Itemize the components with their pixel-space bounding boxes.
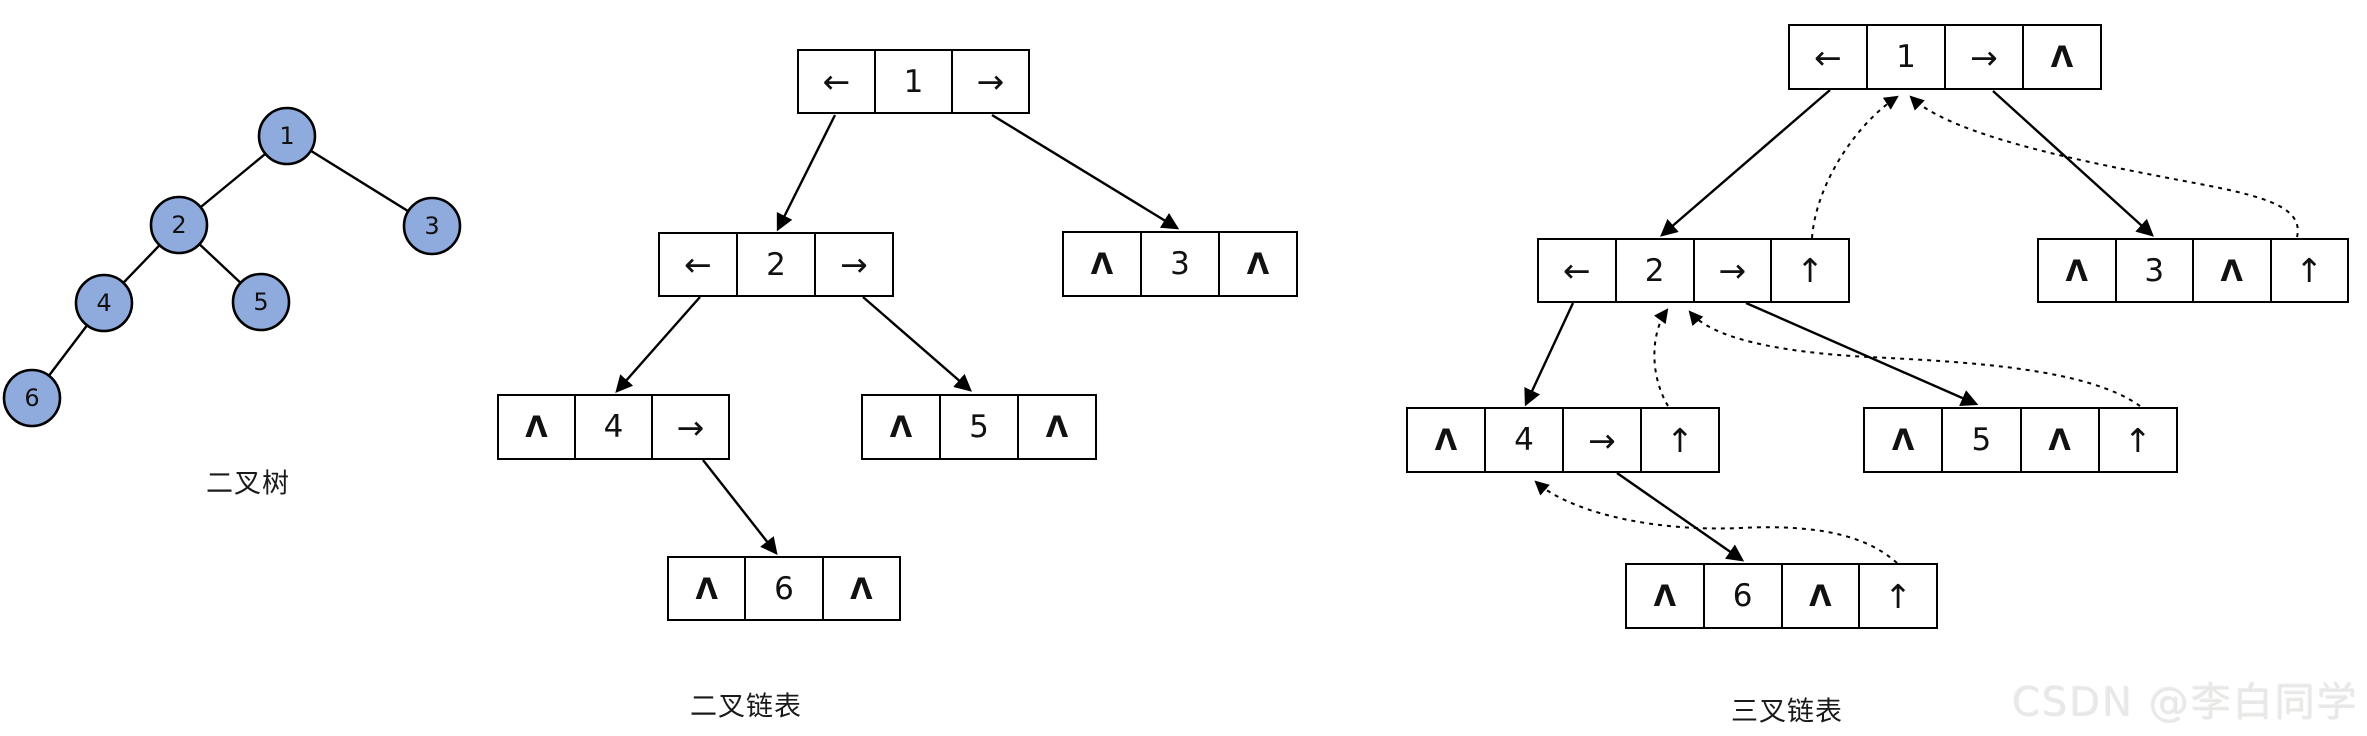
left-child-pointer-cell: ← xyxy=(1563,251,1591,290)
parent-pointer-cell: ↑ xyxy=(1640,409,1718,471)
parent-pointer-arc xyxy=(1909,95,2299,238)
right-child-pointer-cell: → xyxy=(951,51,1028,112)
child-pointer-arrow xyxy=(1524,302,1575,407)
left-child-pointer-cell: ← xyxy=(822,62,851,101)
child-pointer-arrow xyxy=(776,114,837,232)
right-child-pointer-cell: → xyxy=(651,396,728,458)
right-child-pointer-cell: Λ xyxy=(2019,409,2098,471)
value-cell: 1 xyxy=(1866,26,1944,88)
child-pointer-arrow xyxy=(1745,301,1979,407)
child-pointer-arrow xyxy=(991,113,1180,230)
right-child-pointer-cell: Λ xyxy=(1017,396,1095,458)
parent-pointer-arc xyxy=(1534,480,1898,564)
binary-linked-list-label: 二叉链表 xyxy=(690,691,802,723)
left-child-pointer-cell: Λ xyxy=(695,571,718,606)
parent-pointer-cell: ↑ xyxy=(2269,240,2348,301)
left-child-pointer-cell: ← xyxy=(684,245,712,284)
value-cell: 5 xyxy=(1941,409,2019,471)
parent-pointer-cell: ↑ xyxy=(1770,240,1848,301)
csdn-watermark: CSDN @李白同学 xyxy=(2012,680,2359,726)
tree-node xyxy=(257,106,317,166)
tree-node-value: 3 xyxy=(424,212,439,240)
value-cell: 2 xyxy=(736,234,814,295)
value-cell: 2 xyxy=(1614,240,1693,301)
parent-pointer-arc xyxy=(1688,310,2141,407)
child-pointer-arrow xyxy=(702,459,778,556)
value-cell: 6 xyxy=(744,558,821,619)
tree-node xyxy=(149,195,209,255)
parent-pointer-cell: Λ xyxy=(2022,26,2100,88)
child-pointer-arrow xyxy=(1616,472,1745,562)
parent-pointer-arc xyxy=(1653,308,1669,407)
left-child-pointer-cell: Λ xyxy=(1653,579,1677,613)
left-child-pointer-cell: ← xyxy=(1814,37,1842,77)
parent-pointer-arc xyxy=(1811,95,1899,239)
tree-node-value: 1 xyxy=(279,122,294,150)
tree-node xyxy=(231,272,291,332)
right-child-pointer-cell: Λ xyxy=(1780,565,1859,627)
tree-node-value: 6 xyxy=(24,384,39,412)
triple-linked-list-label: 三叉链表 xyxy=(1731,696,1843,728)
right-child-pointer-cell: → xyxy=(1692,240,1771,301)
tree-node xyxy=(2,368,62,428)
child-pointer-arrow xyxy=(615,296,701,393)
parent-pointer-cell: ↑ xyxy=(2097,409,2176,471)
value-cell: 5 xyxy=(939,396,1017,458)
binary-list-node-2: ← 2→ xyxy=(658,232,894,297)
tree-node xyxy=(402,196,462,256)
value-cell: 3 xyxy=(2114,240,2193,301)
right-child-pointer-cell: → xyxy=(1944,26,2022,88)
right-child-pointer-cell: → xyxy=(1562,409,1640,471)
tree-node-value: 4 xyxy=(96,289,111,317)
left-child-pointer-cell: Λ xyxy=(2065,253,2088,288)
child-pointer-arrow xyxy=(862,296,972,392)
binary-list-node-1: ← 1→ xyxy=(797,49,1030,114)
child-pointer-arrow xyxy=(1992,90,2154,237)
value-cell: 3 xyxy=(1140,233,1218,295)
tree-node xyxy=(74,273,134,333)
tree-node-value: 5 xyxy=(253,288,268,316)
triple-list-node-1: ← 1→Λ xyxy=(1788,24,2102,90)
right-child-pointer-cell: Λ xyxy=(1218,233,1296,295)
value-cell: 4 xyxy=(574,396,651,458)
value-cell: 6 xyxy=(1702,565,1781,627)
parent-pointer-cell: ↑ xyxy=(1858,565,1936,627)
left-child-pointer-cell: Λ xyxy=(1090,247,1114,281)
child-pointer-arrow xyxy=(1660,89,1831,237)
value-cell: 4 xyxy=(1484,409,1562,471)
triple-list-node-2: ← 2→↑ xyxy=(1537,238,1850,303)
left-child-pointer-cell: Λ xyxy=(525,410,548,444)
right-child-pointer-cell: → xyxy=(814,234,892,295)
right-child-pointer-cell: Λ xyxy=(821,558,899,619)
tree-node-value: 2 xyxy=(171,211,186,239)
binary-tree-label: 二叉树 xyxy=(206,468,290,500)
left-child-pointer-cell: Λ xyxy=(889,410,913,444)
left-child-pointer-cell: Λ xyxy=(1434,423,1458,457)
left-child-pointer-cell: Λ xyxy=(1891,423,1915,457)
value-cell: 1 xyxy=(874,51,951,112)
right-child-pointer-cell: Λ xyxy=(2192,240,2270,301)
